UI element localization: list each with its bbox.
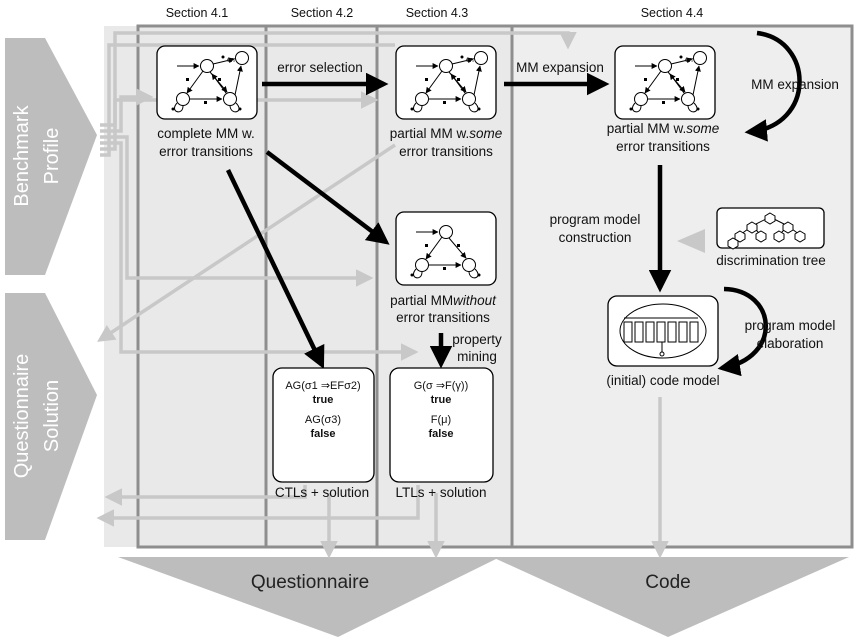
ltl-formula-box [389,367,494,483]
partial-mm-some-expanded-caption: error transitions [616,139,710,154]
partial-mm-without-caption: error transitions [396,310,490,325]
code-bottom-label: Code [645,572,690,593]
questionnaire-solution-arrow [5,293,97,540]
partial-mm-without-caption: partial MMwithout [390,293,497,308]
ltl-formula-2: F(μ) [431,414,451,426]
black-flow-arrows [225,30,802,377]
ctls-solution-caption: CTLs + solution [275,485,369,500]
gray-triangle-arrow [677,229,705,253]
partial-mm-some-expanded-diagram [615,46,715,119]
error-selection-label: error selection [277,60,363,75]
partial-mm-some-diagram [396,46,496,119]
section-header-4-3: Section 4.3 [406,6,469,20]
property-mining-label: mining [457,349,497,364]
ctl-formula-2-value: false [310,428,335,440]
partial-mm-without-diagram [396,212,496,285]
program-model-construction-label: program model [550,212,641,227]
ltl-formula-1-value: true [431,394,452,406]
ctl-formula-2: AG(σ3) [305,414,341,426]
questionnaire-bottom-arrow [118,557,500,637]
program-model-construction-label: construction [559,230,632,245]
property-mining-label: property [452,332,502,347]
benchmark-label: Benchmark [11,104,33,206]
ltls-solution-caption: LTLs + solution [396,485,487,500]
partial-mm-some-caption: error transitions [399,144,493,159]
err-label: err [227,57,236,64]
complete-mm-diagram [157,46,257,119]
gray-flow-lines [96,31,669,559]
code-model-graph [619,303,707,359]
code-model-caption: (initial) code model [606,373,719,388]
partial-mm-some-expanded-caption: partial MM w.some [607,121,720,136]
benchmark-profile-arrow [5,38,97,275]
questionnaire-side-label: Questionnaire [11,354,33,479]
discrimination-tree-graph [727,212,806,250]
profile-label: Profile [41,128,63,185]
program-model-elaboration-label: elaboration [757,336,824,351]
ctl-formula-box [272,367,375,483]
solution-side-label: Solution [41,380,63,452]
err-label: err [466,57,475,64]
ltl-formula-1: G(σ ⇒F(γ)) [414,380,469,392]
section-header-4-2: Section 4.2 [291,6,354,20]
partial-mm-some-caption: partial MM w.some [390,126,503,141]
section-header-4-1: Section 4.1 [166,6,229,20]
ltl-formula-2-value: false [428,428,453,440]
complete-mm-caption: complete MM w. [157,126,255,141]
section-header-4-4: Section 4.4 [641,6,704,20]
discrimination-tree-caption: discrimination tree [716,253,826,268]
program-model-elaboration-label: program model [745,318,836,333]
mm-expansion-loop-label: MM expansion [751,77,839,92]
ctl-formula-1-value: true [313,394,334,406]
mm-expansion-label: MM expansion [516,60,604,75]
complete-mm-caption: error transitions [159,144,253,159]
questionnaire-bottom-label: Questionnaire [251,572,369,593]
ctl-formula-1: AG(σ1 ⇒EFσ2) [285,380,360,392]
code-bottom-arrow [492,557,849,637]
err-label: err [685,57,694,64]
